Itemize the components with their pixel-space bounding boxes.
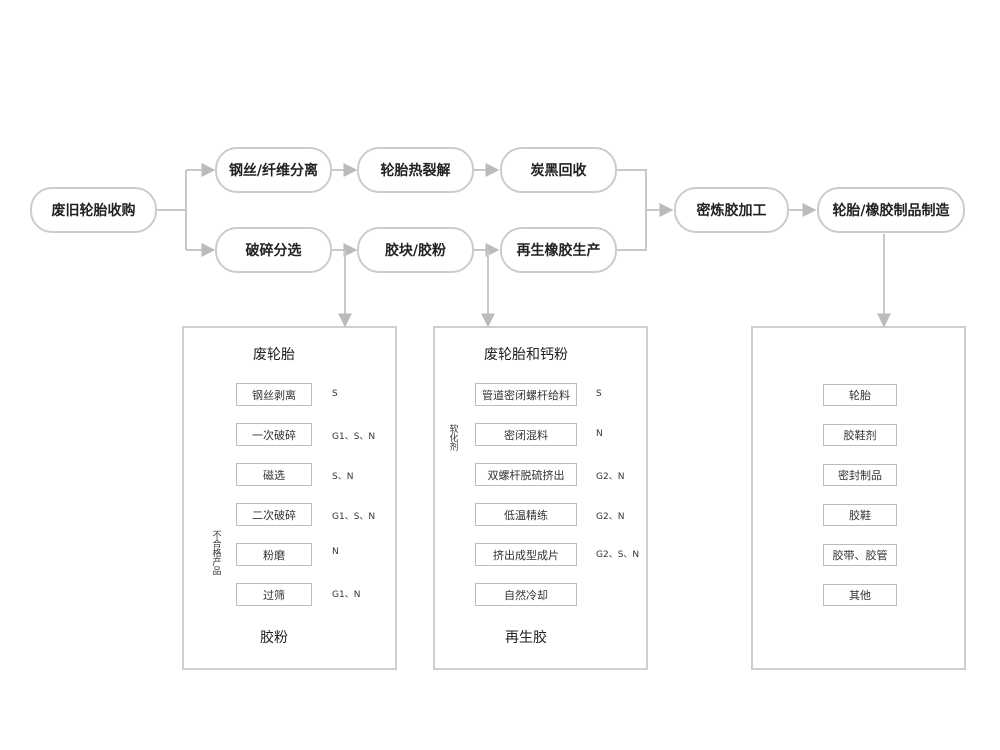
product-item: 胶鞋剂 [823,424,897,446]
panel1-output-product: 胶粉 [260,630,288,646]
product-item: 轮胎 [823,384,897,406]
panel1-step: 一次破碎 [236,423,312,446]
node-carbon-recovery: 炭黑回收 [500,147,617,193]
panel-products [751,326,966,670]
panel2-input: 废轮胎和钙粉 [484,347,568,363]
panel2-step: 自然冷却 [475,583,577,606]
node-pyrolysis: 轮胎热裂解 [357,147,474,193]
product-item: 其他 [823,584,897,606]
panel1-step: 二次破碎 [236,503,312,526]
panel1-input: 废轮胎 [253,347,295,363]
panel2-output: G2、N [596,472,625,482]
product-item: 密封制品 [823,464,897,486]
node-crush-sort: 破碎分选 [215,227,332,273]
panel1-output: N [332,547,339,557]
panel1-step: 过筛 [236,583,312,606]
panel-rubber-powder-process [182,326,397,670]
panel2-output-product: 再生胶 [505,630,547,646]
panel1-step: 钢丝剥离 [236,383,312,406]
node-rubber-powder: 胶块/胶粉 [357,227,474,273]
panel2-step: 管道密闭螺杆给料 [475,383,577,406]
panel2-step: 低温精练 [475,503,577,526]
panel1-output: G1、S、N [332,512,376,522]
panel2-output: S [596,389,602,399]
node-collect: 废旧轮胎收购 [30,187,157,233]
node-products: 轮胎/橡胶制品制造 [817,187,965,233]
product-item: 胶带、胶管 [823,544,897,566]
panel1-step: 磁选 [236,463,312,486]
panel1-output: G1、N [332,590,361,600]
panel1-output: G1、S、N [332,432,376,442]
panel2-step: 挤出成型成片 [475,543,577,566]
panel2-step: 密闭混料 [475,423,577,446]
panel2-step: 双螺杆脱硫挤出 [475,463,577,486]
panel2-output: G2、N [596,512,625,522]
panel1-loop-label: 不合格产品 [210,530,221,575]
panel2-output: G2、S、N [596,550,640,560]
panel1-step: 粉磨 [236,543,312,566]
panel1-output: S [332,389,338,399]
node-steel-separation: 钢丝/纤维分离 [215,147,332,193]
node-mixing: 密炼胶加工 [674,187,789,233]
panel2-side-input: 软化剂 [447,424,458,451]
panel-reclaim-process [433,326,648,670]
product-item: 胶鞋 [823,504,897,526]
panel2-output: N [596,429,603,439]
node-reclaimed-rubber: 再生橡胶生产 [500,227,617,273]
panel1-output: S、N [332,472,354,482]
